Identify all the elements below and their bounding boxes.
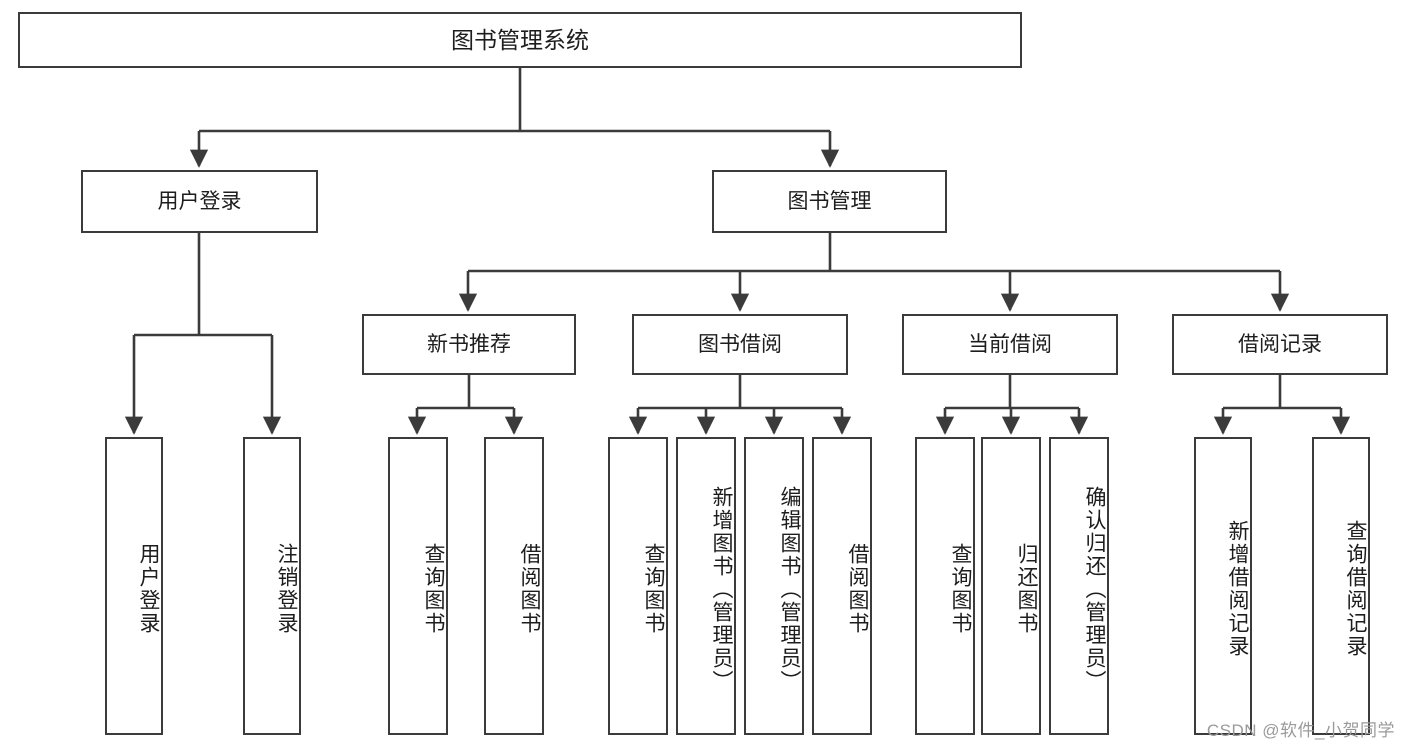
node-book-manage-label: 图书管理 xyxy=(787,189,872,213)
node-book-borrow-label: 图书借阅 xyxy=(698,332,782,356)
node-new-book-recommend-label: 新书推荐 xyxy=(427,332,511,356)
node-borrow-record-label: 借阅记录 xyxy=(1238,332,1322,356)
node-leaf-query-record-label: 查询借阅记录 xyxy=(1344,520,1367,658)
node-leaf-query-book-1[interactable]: 查询图书 xyxy=(388,437,448,735)
node-leaf-add-record-label: 新增借阅记录 xyxy=(1226,520,1249,658)
node-leaf-query-book-3-label: 查询图书 xyxy=(949,543,972,635)
node-leaf-borrow-book-2-label: 借阅图书 xyxy=(846,543,869,635)
node-new-book-recommend[interactable]: 新书推荐 xyxy=(362,314,576,375)
node-leaf-add-book[interactable]: 新增图书（管理员） xyxy=(676,437,736,735)
node-leaf-query-record[interactable]: 查询借阅记录 xyxy=(1312,437,1370,735)
node-leaf-query-book-3[interactable]: 查询图书 xyxy=(915,437,975,735)
node-leaf-return-book[interactable]: 归还图书 xyxy=(981,437,1041,735)
node-leaf-borrow-book-2[interactable]: 借阅图书 xyxy=(812,437,872,735)
node-root[interactable]: 图书管理系统 xyxy=(18,12,1022,68)
node-leaf-logout-label: 注销登录 xyxy=(275,543,298,635)
node-user-login-label: 用户登录 xyxy=(157,189,242,213)
node-current-borrow-label: 当前借阅 xyxy=(968,332,1052,356)
node-root-label: 图书管理系统 xyxy=(451,26,589,53)
node-borrow-record[interactable]: 借阅记录 xyxy=(1172,314,1388,375)
node-leaf-borrow-book-1-label: 借阅图书 xyxy=(518,543,541,635)
node-leaf-query-book-2[interactable]: 查询图书 xyxy=(608,437,668,735)
node-leaf-confirm-return[interactable]: 确认归还（管理员） xyxy=(1049,437,1109,735)
node-user-login[interactable]: 用户登录 xyxy=(81,170,318,233)
node-leaf-add-record[interactable]: 新增借阅记录 xyxy=(1194,437,1252,735)
node-leaf-edit-book-label: 编辑图书（管理员） xyxy=(778,485,801,693)
node-leaf-borrow-book-1[interactable]: 借阅图书 xyxy=(484,437,544,735)
node-book-borrow[interactable]: 图书借阅 xyxy=(632,314,848,375)
node-book-manage[interactable]: 图书管理 xyxy=(712,170,947,233)
node-leaf-return-book-label: 归还图书 xyxy=(1015,543,1038,635)
node-leaf-confirm-return-label: 确认归还（管理员） xyxy=(1083,485,1106,693)
node-leaf-logout[interactable]: 注销登录 xyxy=(243,437,301,735)
node-current-borrow[interactable]: 当前借阅 xyxy=(902,314,1118,375)
node-leaf-edit-book[interactable]: 编辑图书（管理员） xyxy=(744,437,804,735)
node-leaf-query-book-2-label: 查询图书 xyxy=(642,543,665,635)
node-leaf-query-book-1-label: 查询图书 xyxy=(422,543,445,635)
node-leaf-user-login[interactable]: 用户登录 xyxy=(105,437,163,735)
node-leaf-user-login-label: 用户登录 xyxy=(137,543,160,635)
node-leaf-add-book-label: 新增图书（管理员） xyxy=(710,485,733,693)
watermark: CSDN @软件_小贺同学 xyxy=(1206,721,1395,740)
